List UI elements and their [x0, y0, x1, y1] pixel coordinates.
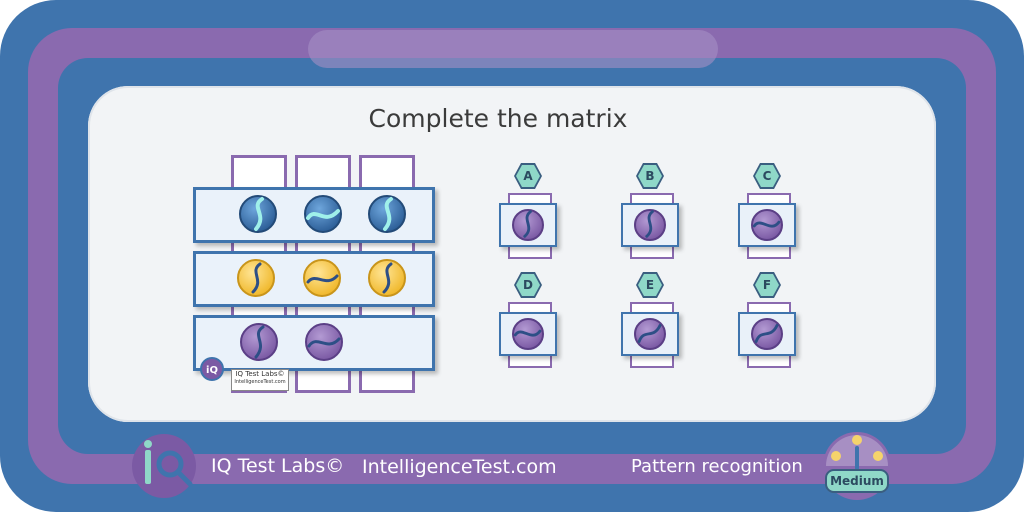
option-box — [499, 203, 557, 247]
option-b[interactable]: B — [621, 163, 681, 259]
token-r1-c1 — [239, 195, 277, 233]
watermark-box: IQ Test Labs© IntelligenceTest.com — [231, 369, 289, 391]
page-title: Complete the matrix — [368, 104, 628, 133]
option-label: D — [516, 274, 540, 296]
option-token-icon — [751, 209, 783, 241]
option-token-icon — [751, 318, 783, 350]
option-label: C — [755, 165, 779, 187]
difficulty-gauge-icon — [823, 432, 891, 500]
option-d[interactable]: D — [499, 272, 559, 368]
token-r3-c1 — [240, 323, 278, 361]
top-highlight — [308, 30, 718, 68]
option-token-icon — [634, 209, 666, 241]
token-r2-c3 — [368, 259, 406, 297]
option-f[interactable]: F — [738, 272, 798, 368]
footer-brand: IQ Test Labs© — [211, 455, 345, 477]
token-r2-c2 — [303, 259, 341, 297]
svg-text:iQ: iQ — [206, 365, 218, 376]
token-r3-c2 — [305, 323, 343, 361]
option-box — [738, 312, 796, 356]
token-r1-c3 — [368, 195, 406, 233]
option-box — [621, 312, 679, 356]
option-token-icon — [634, 318, 666, 350]
option-token-icon — [512, 209, 544, 241]
token-r1-c2 — [304, 195, 342, 233]
token-r2-c1 — [237, 259, 275, 297]
option-label: B — [638, 165, 662, 187]
watermark-logo: iQ — [200, 357, 224, 381]
option-label: F — [755, 274, 779, 296]
option-e[interactable]: E — [621, 272, 681, 368]
option-label: A — [516, 165, 540, 187]
brand-logo-icon — [132, 434, 196, 498]
option-box — [499, 312, 557, 356]
option-c[interactable]: C — [738, 163, 798, 259]
option-token-icon — [512, 318, 544, 350]
difficulty-label: Medium — [830, 474, 884, 488]
option-box — [621, 203, 679, 247]
option-label: E — [638, 274, 662, 296]
watermark-site: IntelligenceTest.com — [234, 379, 286, 385]
option-a[interactable]: A — [499, 163, 559, 259]
footer-site-link[interactable]: IntelligenceTest.com — [362, 456, 557, 478]
option-box — [738, 203, 796, 247]
footer-category: Pattern recognition — [631, 456, 803, 477]
watermark-brand: IQ Test Labs© — [235, 370, 285, 378]
